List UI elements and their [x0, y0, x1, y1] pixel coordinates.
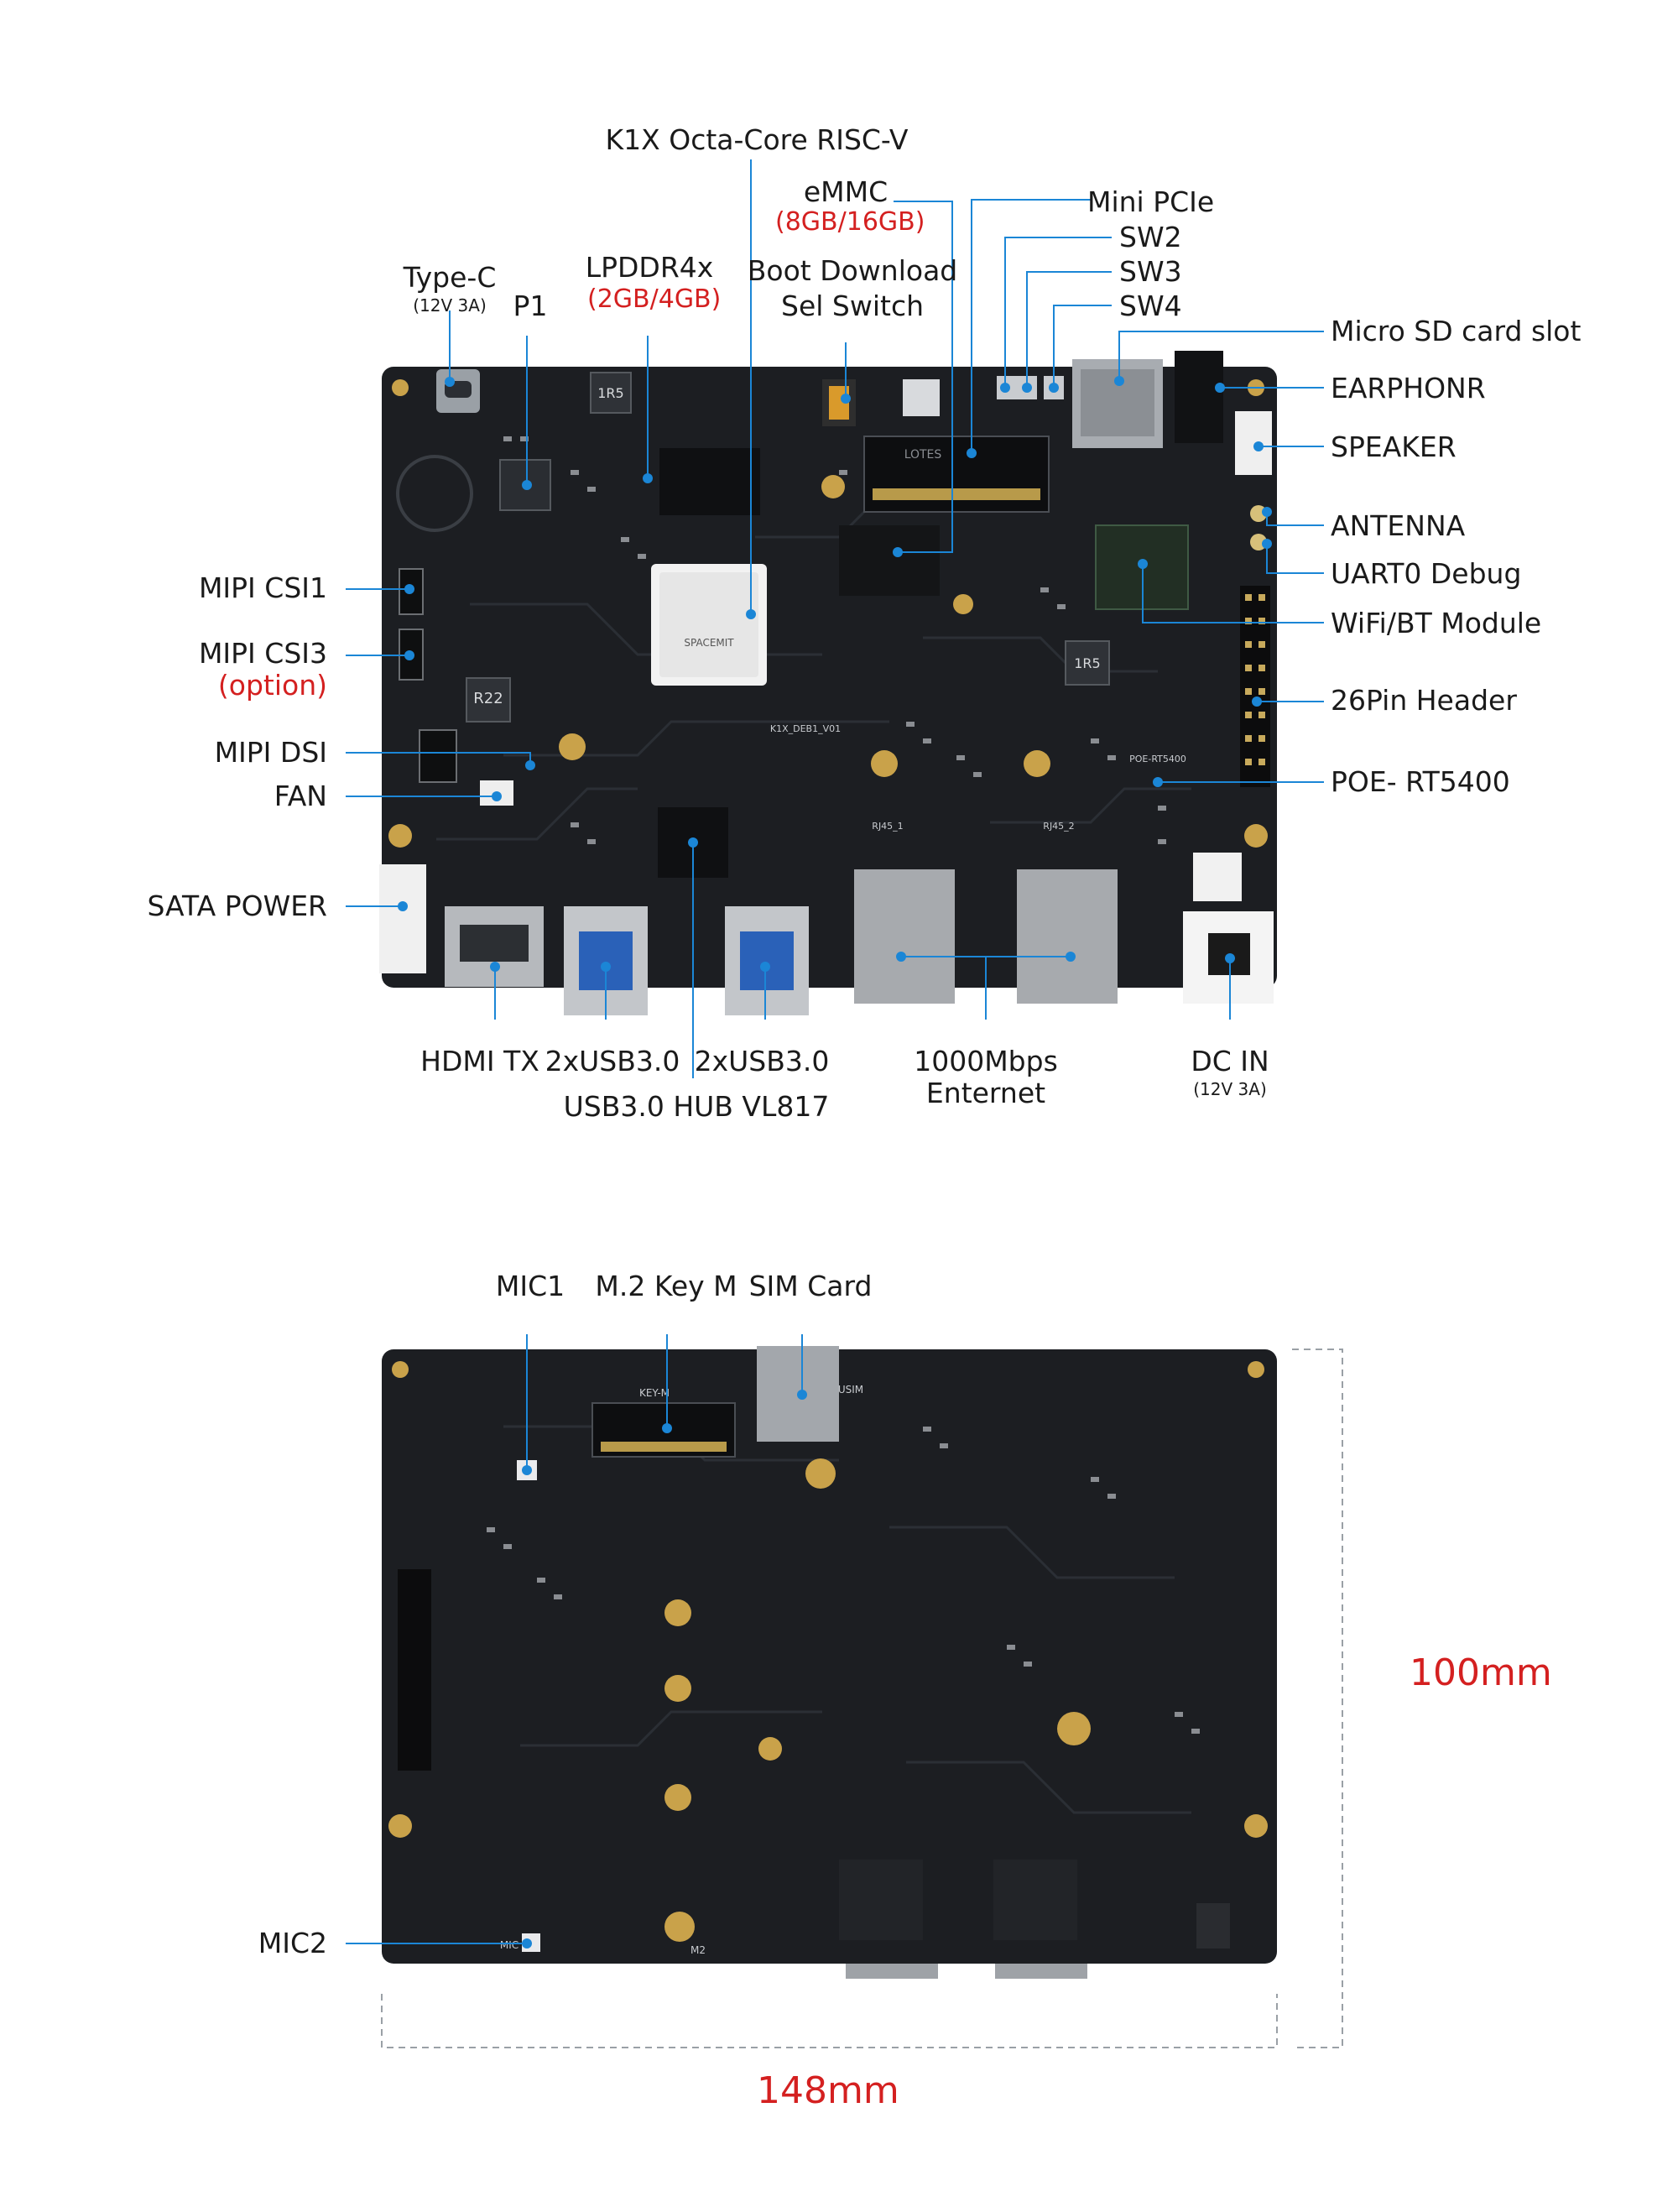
label-emmc-size: (8GB/16GB) — [775, 207, 925, 237]
label-sw2: SW2 — [1119, 221, 1182, 253]
silkscreen-ind1: 1R5 — [597, 385, 623, 401]
label-m2: M.2 Key M — [595, 1270, 737, 1302]
label-eth-line1: 1000Mbps — [914, 1045, 1058, 1077]
label-antenna: ANTENNA — [1331, 509, 1466, 542]
top-board — [379, 351, 1277, 1015]
silkscreen-rj2: RJ45_2 — [1043, 821, 1074, 832]
silkscreen-mic: MIC — [500, 1939, 519, 1951]
label-typec: Type-C — [403, 261, 497, 294]
label-eth-line2: Enternet — [925, 1077, 1046, 1109]
silkscreen-r22: R22 — [473, 690, 503, 707]
label-fan: FAN — [274, 780, 327, 812]
silkscreen-board: K1X_DEB1_V01 — [770, 723, 841, 734]
silkscreen-chip: SPACEMIT — [684, 637, 734, 649]
label-p1: P1 — [513, 290, 548, 322]
label-sim: SIM Card — [748, 1270, 873, 1302]
label-wifi: WiFi/BT Module — [1331, 607, 1542, 639]
label-typec-power: (12V 3A) — [413, 295, 487, 316]
label-sw4: SW4 — [1119, 290, 1182, 322]
leader-dots — [398, 376, 1272, 1949]
silkscreen-m2: M2 — [690, 1944, 706, 1956]
bottom-board — [382, 1346, 1277, 1979]
silkscreen-poe: POE-RT5400 — [1129, 754, 1186, 764]
top-silkscreen: SPACEMIT K1X_DEB1_V01 R22 1R5 1R5 RJ45_1… — [473, 385, 1186, 832]
label-usb-hub: USB3.0 HUB VL817 — [563, 1090, 830, 1123]
label-sw3: SW3 — [1119, 255, 1182, 288]
label-uart: UART0 Debug — [1331, 557, 1522, 590]
silkscreen-usim: USIM — [838, 1384, 863, 1396]
label-dcin-power: (12V 3A) — [1193, 1079, 1267, 1099]
label-usb-b: 2xUSB3.0 — [694, 1045, 830, 1077]
silkscreen-ind2: 1R5 — [1074, 655, 1100, 671]
label-mini-pcie: Mini PCIe — [1087, 185, 1215, 218]
silkscreen-keym: KEY-M — [639, 1387, 670, 1399]
label-usb-a: 2xUSB3.0 — [545, 1045, 680, 1077]
dimension-width: 148mm — [757, 2069, 899, 2112]
label-header26: 26Pin Header — [1331, 684, 1517, 717]
label-microsd: Micro SD card slot — [1331, 315, 1582, 347]
label-poe: POE- RT5400 — [1331, 765, 1510, 798]
label-earphone: EARPHONR — [1331, 372, 1486, 404]
label-lpddr: LPDDR4x — [585, 251, 714, 284]
label-sata: SATA POWER — [147, 889, 327, 922]
label-boot-line2: Sel Switch — [780, 290, 925, 322]
silkscreen-rj1: RJ45_1 — [872, 821, 903, 832]
label-boot-line1: Boot Download — [747, 254, 958, 287]
leader-lines — [346, 159, 1324, 1944]
bottom-silkscreen: KEY-M USIM MIC M2 — [500, 1384, 863, 1956]
label-mic1: MIC1 — [495, 1270, 565, 1302]
label-speaker: SPEAKER — [1331, 430, 1457, 463]
label-csi3-option: (option) — [217, 669, 327, 702]
label-csi3: MIPI CSI3 — [198, 637, 327, 670]
label-k1x: K1X Octa-Core RISC-V — [605, 123, 909, 156]
silkscreen-lotes: LOTES — [904, 448, 942, 462]
dimension-height: 100mm — [1410, 1651, 1552, 1694]
label-mic2: MIC2 — [258, 1927, 327, 1959]
label-emmc: eMMC — [803, 175, 889, 208]
dimension-lines — [381, 1349, 1343, 2048]
label-dsi: MIPI DSI — [214, 736, 327, 769]
label-lpddr-size: (2GB/4GB) — [587, 284, 722, 314]
label-csi1: MIPI CSI1 — [198, 571, 327, 604]
label-hdmi: HDMI TX — [420, 1045, 539, 1077]
label-dcin: DC IN — [1191, 1045, 1269, 1077]
